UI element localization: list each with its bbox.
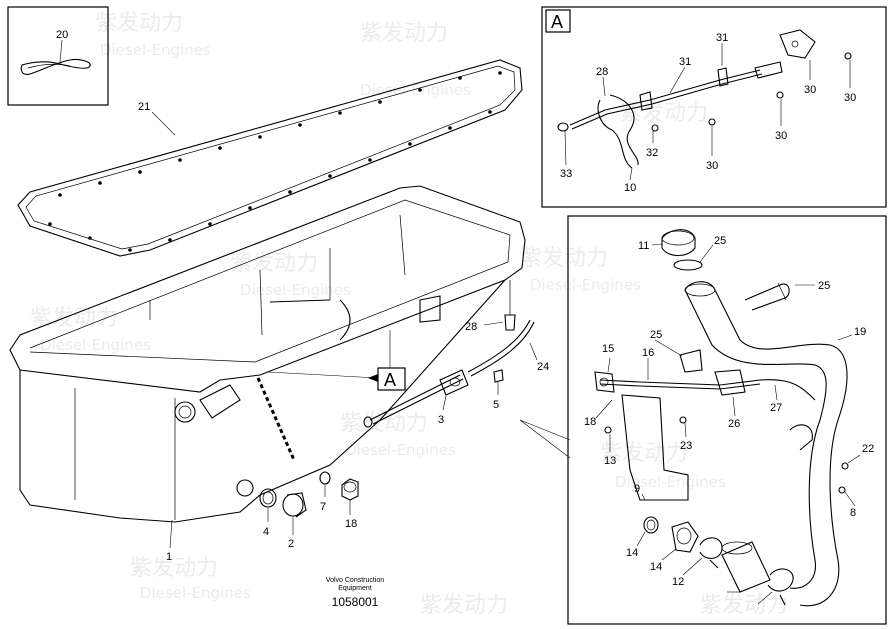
callout-13: 19	[854, 326, 866, 338]
footer-line-2: Equipment	[338, 585, 372, 592]
callout-19: 15	[602, 343, 614, 355]
watermark-cn: 紫发动力	[420, 593, 508, 618]
callout-17: 16	[642, 347, 654, 359]
callout-18-pan: 24	[537, 361, 549, 373]
clamp-20	[20, 39, 91, 75]
dashed-connector	[256, 377, 296, 461]
callout-26: 23	[680, 440, 692, 452]
watermark-cn: 紫发动力	[520, 246, 608, 271]
footer-line-1: Volvo Construction	[326, 577, 384, 584]
filler-tube-13	[684, 281, 853, 607]
footer-number: 1058001	[332, 595, 379, 609]
callout-14-left: 12	[672, 576, 684, 588]
callout-7: 18	[345, 518, 357, 530]
callout-9: 14	[650, 561, 662, 573]
callout-28-right: 31	[679, 56, 691, 68]
callout-29: 33	[560, 168, 572, 180]
callout-30-a: 30	[844, 92, 856, 104]
watermark-cn: 紫发动力	[360, 21, 448, 46]
watermark-layer: 紫发动力 Diesel-Engines 紫发动力 Diesel-Engines …	[30, 11, 788, 618]
clip-25-top	[744, 282, 815, 311]
filler-cap-10	[651, 229, 696, 257]
watermark-cn: 紫发动力	[30, 306, 118, 331]
callout-32: 30	[804, 84, 816, 96]
callout-24: 28	[465, 321, 477, 333]
callout-3: 4	[263, 526, 269, 538]
callout-11: 25	[714, 235, 726, 247]
lower-hose-parts	[636, 516, 794, 606]
seal-6	[319, 471, 331, 497]
watermark-en: Diesel-Engines	[40, 336, 151, 354]
oil-pan-1	[9, 185, 526, 549]
sensor-24	[483, 280, 516, 331]
watermark-en: Diesel-Engines	[530, 276, 641, 294]
inset-frame-filler	[567, 215, 887, 625]
bracket-4	[439, 369, 469, 411]
callout-31-bottom: 32	[646, 147, 658, 159]
callout-5: 5	[493, 399, 499, 411]
callout-18-inset: 27	[770, 402, 782, 414]
callout-4: 3	[438, 414, 444, 426]
cap-7	[341, 478, 359, 515]
view-ref-a-label: A	[384, 370, 396, 390]
inset-frame-clamp	[7, 6, 109, 106]
callout-25-mid: 25	[650, 329, 662, 341]
callout-2: 2	[288, 538, 294, 550]
bolt-5	[493, 369, 504, 395]
callout-6: 7	[320, 501, 326, 513]
callout-15: 18	[584, 416, 596, 428]
washer-3	[259, 488, 277, 522]
view-a-label-box	[545, 9, 571, 33]
inset-frame-view-a	[541, 6, 887, 208]
gasket-21	[17, 59, 523, 257]
callout-31-top: 31	[716, 32, 728, 44]
callout-10: 11	[638, 240, 649, 252]
watermark-cn: 紫发动力	[600, 441, 688, 466]
callout-23: 8	[850, 507, 856, 519]
view-ref-a	[267, 330, 406, 391]
callout-25-low: 13	[604, 455, 616, 467]
watermark-cn: 紫发动力	[95, 11, 183, 36]
callout-21: 21	[138, 101, 150, 113]
watermark-en: Diesel-Engines	[100, 41, 211, 59]
seal-11	[673, 244, 714, 271]
callout-27: 22	[862, 443, 874, 455]
callout-20: 20	[56, 29, 68, 41]
callout-33: 10	[624, 182, 636, 194]
callout-16: 26	[728, 418, 740, 430]
view-a-label: A	[551, 12, 563, 32]
watermark-en: Diesel-Engines	[615, 473, 726, 491]
watermark-en: Diesel-Engines	[360, 81, 471, 99]
watermark-cn: 紫发动力	[620, 101, 708, 126]
view-a-assembly	[557, 29, 852, 181]
pointer-to-inset	[519, 419, 571, 459]
watermark-en: Diesel-Engines	[345, 441, 456, 459]
dipstick-assembly	[594, 339, 861, 507]
callout-25-top: 25	[818, 280, 830, 292]
callout-30-c: 30	[706, 160, 718, 172]
callout-30-b: 30	[775, 130, 787, 142]
callout-28-left: 28	[596, 66, 608, 78]
callout-1: 1	[166, 551, 172, 563]
watermark-en: Diesel-Engines	[240, 281, 351, 299]
callout-8: 14	[626, 547, 638, 559]
watermark-cn: 紫发动力	[700, 593, 788, 618]
watermark-cn: 紫发动力	[130, 556, 218, 581]
watermark-en: Diesel-Engines	[140, 584, 251, 602]
plug-2	[282, 492, 307, 535]
callout-22: 9	[634, 483, 640, 495]
